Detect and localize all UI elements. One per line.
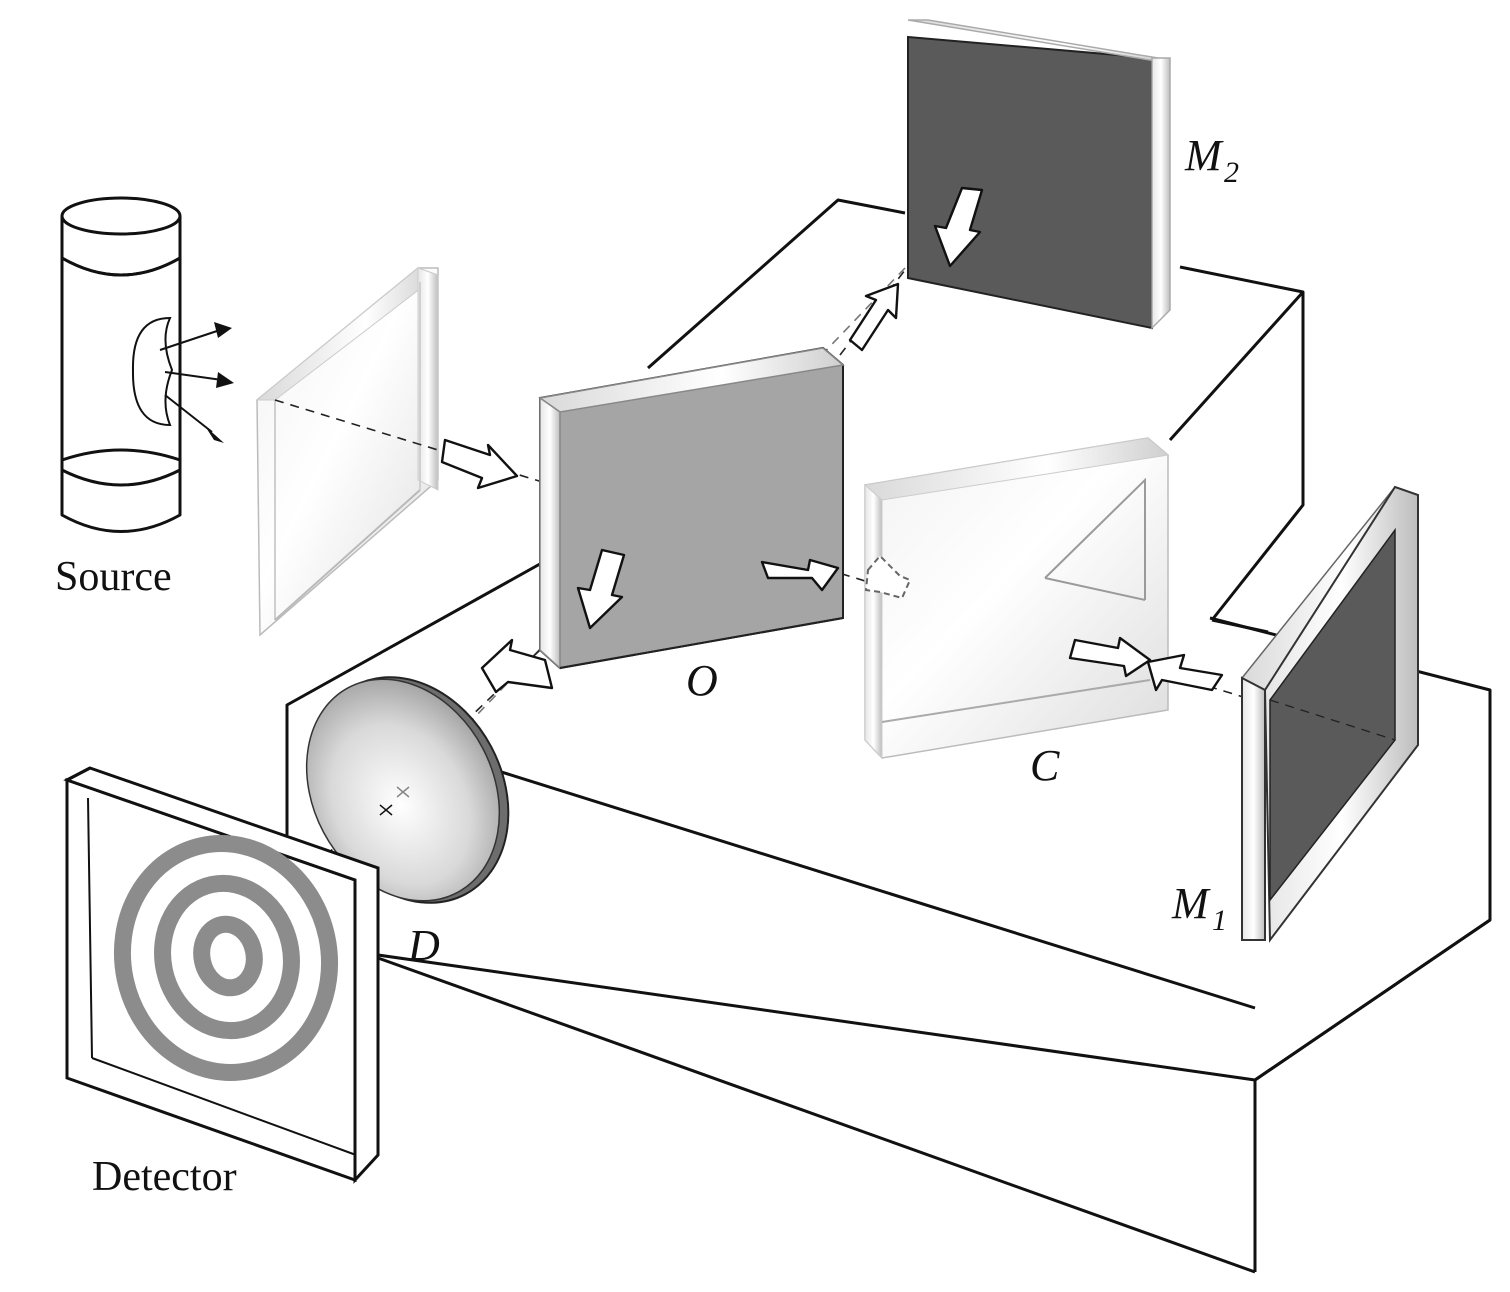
arrow-to-m1 bbox=[760, 558, 840, 592]
compensator-label: C bbox=[1030, 741, 1060, 790]
source-lamp bbox=[60, 196, 234, 533]
arrow-at-m1-in bbox=[1068, 636, 1152, 678]
mirror-M2 bbox=[907, 19, 1171, 330]
mirror1-label: M bbox=[1171, 879, 1211, 928]
arrow-to-lens bbox=[480, 638, 554, 694]
detector-screen bbox=[63, 766, 380, 1184]
entrance-plate bbox=[255, 267, 440, 637]
source-label: Source bbox=[55, 554, 172, 600]
mirror2-label: M bbox=[1184, 131, 1224, 180]
lens-D bbox=[305, 676, 510, 904]
arrow-to-m2 bbox=[848, 282, 900, 352]
arrow-at-m1-out bbox=[1146, 653, 1224, 692]
arrow-incoming bbox=[440, 438, 519, 490]
lens-label: D bbox=[407, 921, 440, 970]
arrow-from-o bbox=[576, 548, 626, 630]
detector-label: Detector bbox=[92, 1154, 237, 1200]
beam-splitter-label: O bbox=[686, 656, 718, 705]
beam-splitter-O bbox=[538, 346, 845, 670]
compensator-C bbox=[863, 437, 1170, 760]
mirror1-subscript: 1 bbox=[1212, 904, 1227, 937]
arrow-through-c bbox=[864, 554, 912, 600]
beam-arrows bbox=[440, 186, 1224, 694]
mirror2-subscript: 2 bbox=[1224, 156, 1239, 189]
interference-rings bbox=[113, 834, 339, 1082]
arrow-from-m2 bbox=[933, 186, 984, 268]
mirror-M1 bbox=[1240, 485, 1420, 943]
